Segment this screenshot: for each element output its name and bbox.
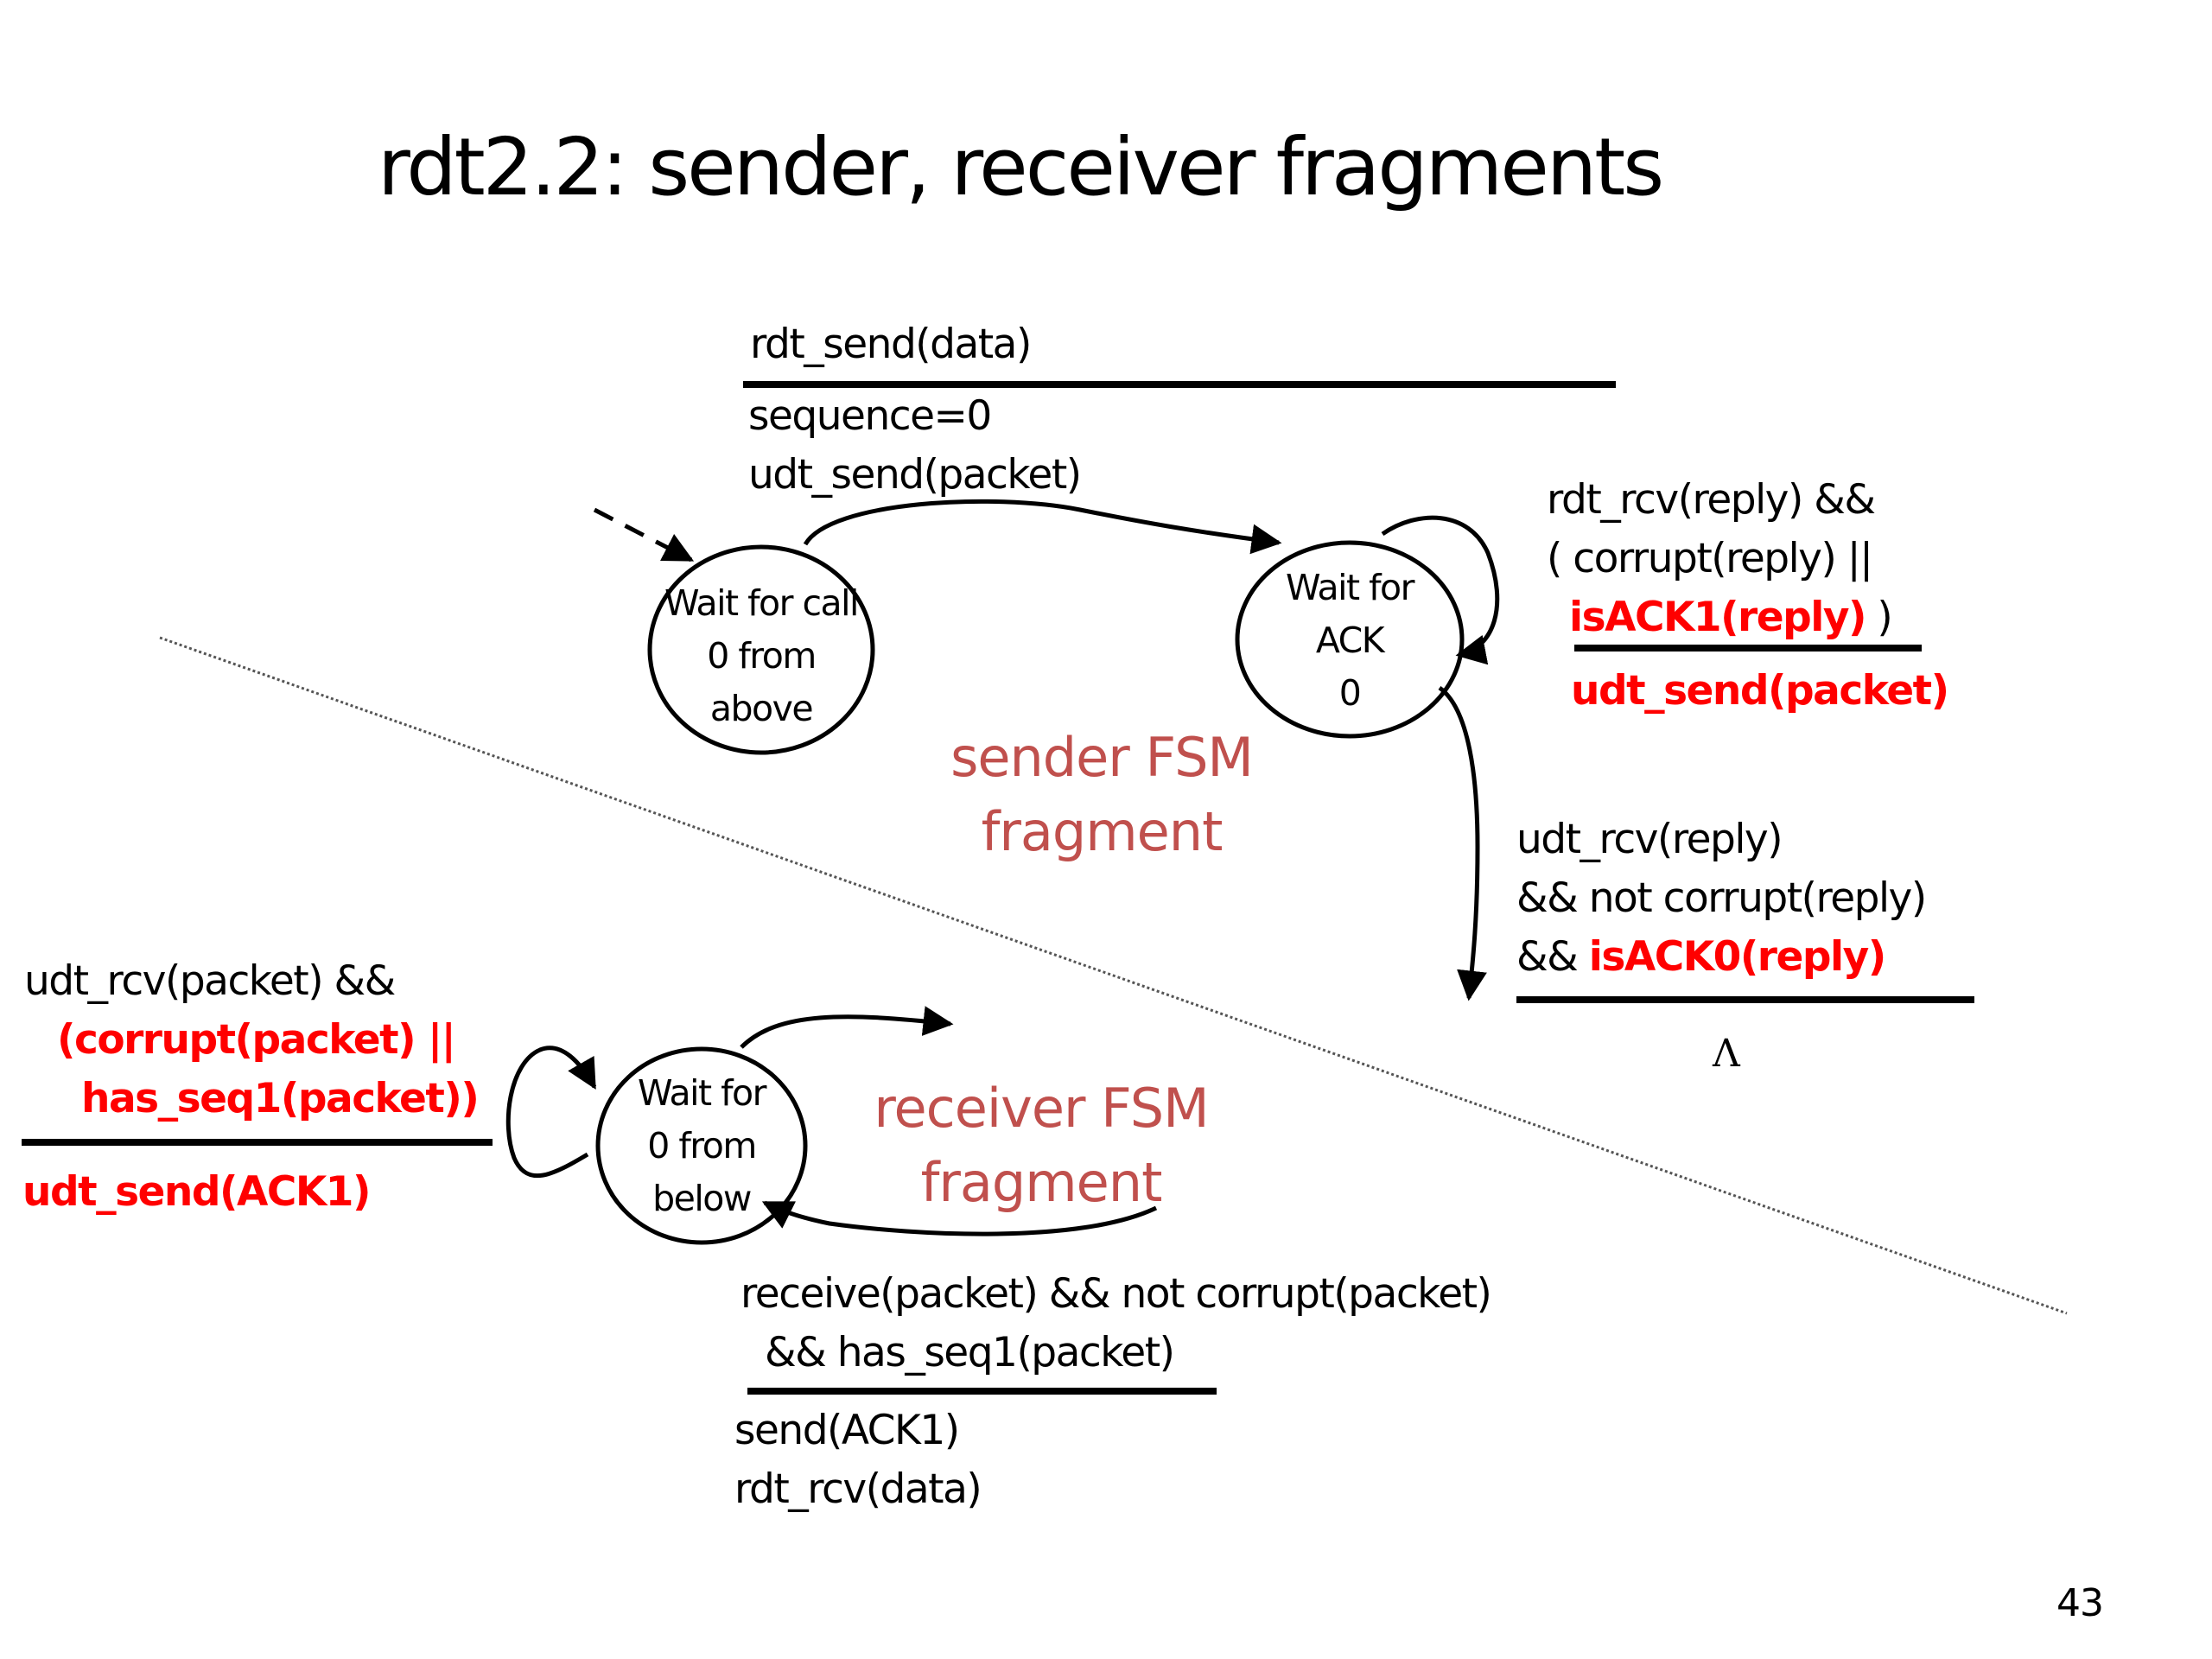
transition-ack0-divider: [1516, 996, 1974, 1003]
event-line: && has_seq1(packet): [765, 1329, 1175, 1376]
state-wait-for-ack-0-label: Wait for ACK 0: [1237, 562, 1462, 720]
page-number: 43: [2056, 1581, 2104, 1625]
transition-arrow-send: [803, 499, 1282, 555]
transition-send-event: rdt_send(data): [750, 321, 1032, 368]
state-label-line: Wait for: [1286, 567, 1414, 608]
state-label-line: Wait for: [638, 1072, 766, 1114]
self-loop-arrow-wait-below: [505, 1046, 597, 1179]
state-wait-for-call-0-circle[interactable]: [647, 544, 875, 755]
state-wait-for-0-below-label: Wait for 0 from below: [598, 1067, 805, 1225]
transition-receiver-in-actions: send(ACK1) rdt_rcv(data): [734, 1402, 982, 1519]
transition-ack0-event: udt_rcv(reply) && not corrupt(reply) && …: [1516, 810, 1927, 987]
fragment-label-line: receiver FSM: [874, 1077, 1209, 1140]
event-line: udt_rcv(reply): [1516, 816, 1783, 863]
state-wait-for-0-below-circle[interactable]: [595, 1046, 808, 1245]
self-loop-arrow-wait-ack: [1381, 515, 1500, 665]
transition-receiver-in-event: receive(packet) && not corrupt(packet) &…: [741, 1265, 1492, 1382]
event-line: has_seq1(packet)): [81, 1075, 480, 1122]
fragment-label-line: sender FSM: [950, 726, 1254, 789]
state-label-line: 0 from: [707, 635, 817, 677]
state-label-line: Wait for call: [664, 582, 859, 624]
event-line: rdt_rcv(reply) &&: [1547, 476, 1876, 524]
event-line-prefix: &&: [1516, 933, 1589, 981]
action-line: sequence=0: [748, 392, 992, 440]
sender-fsm-fragment-label: sender FSM fragment: [916, 721, 1287, 869]
receiver-fsm-fragment-label: receiver FSM fragment: [851, 1071, 1231, 1220]
transition-send-actions: sequence=0 udt_send(packet): [748, 387, 1082, 505]
transition-receiver-self-divider: [22, 1139, 493, 1146]
state-label-line: below: [652, 1178, 752, 1219]
state-label-line: 0 from: [647, 1125, 757, 1166]
state-label-line: 0: [1338, 672, 1362, 714]
transition-retransmit-event: rdt_rcv(reply) && ( corrupt(reply) || is…: [1547, 471, 1893, 647]
transition-retransmit-divider: [1574, 645, 1922, 652]
fragment-label-line: fragment: [981, 800, 1224, 863]
transition-send-divider: [743, 381, 1616, 388]
event-line: && isACK0(reply): [1516, 928, 1926, 987]
action-line: udt_send(packet): [748, 451, 1082, 499]
is-ack0-condition: isACK0(reply): [1588, 933, 1886, 981]
state-wait-for-call-0-label: Wait for call 0 from above: [650, 577, 873, 735]
event-line: isACK1(reply) ): [1547, 588, 1893, 647]
fragment-label-line: fragment: [920, 1151, 1163, 1214]
state-label-line: ACK: [1315, 620, 1385, 661]
event-line: (corrupt(packet) ||: [57, 1016, 456, 1064]
event-line: ( corrupt(reply) ||: [1547, 535, 1873, 582]
state-label-line: above: [709, 688, 814, 729]
transition-retransmit-action: udt_send(packet): [1571, 667, 1949, 715]
transition-receiver-in-divider: [747, 1388, 1217, 1395]
is-ack1-condition: isACK1(reply): [1569, 594, 1866, 641]
event-line: && not corrupt(reply): [1516, 874, 1927, 922]
action-line: send(ACK1): [734, 1407, 960, 1454]
lambda-no-action: Λ: [1713, 1032, 1740, 1076]
transition-arrow-in-receiver: [761, 1200, 1158, 1236]
transition-receiver-self-action: udt_send(ACK1): [22, 1168, 371, 1216]
transition-receiver-self-event: udt_rcv(packet) && (corrupt(packet) || h…: [24, 952, 480, 1128]
fragment-divider-line: [159, 636, 2068, 1315]
initial-state-arrow: [593, 507, 695, 563]
event-line: udt_rcv(packet) &&: [24, 957, 396, 1005]
event-line-tail: ): [1865, 594, 1892, 641]
slide-title: rdt2.2: sender, receiver fragments: [378, 121, 1664, 213]
transition-arrow-ack0: [1438, 685, 1487, 1001]
action-line: rdt_rcv(data): [734, 1465, 982, 1513]
event-line: receive(packet) && not corrupt(packet): [741, 1270, 1492, 1318]
transition-arrow-out-receiver: [740, 1006, 954, 1049]
